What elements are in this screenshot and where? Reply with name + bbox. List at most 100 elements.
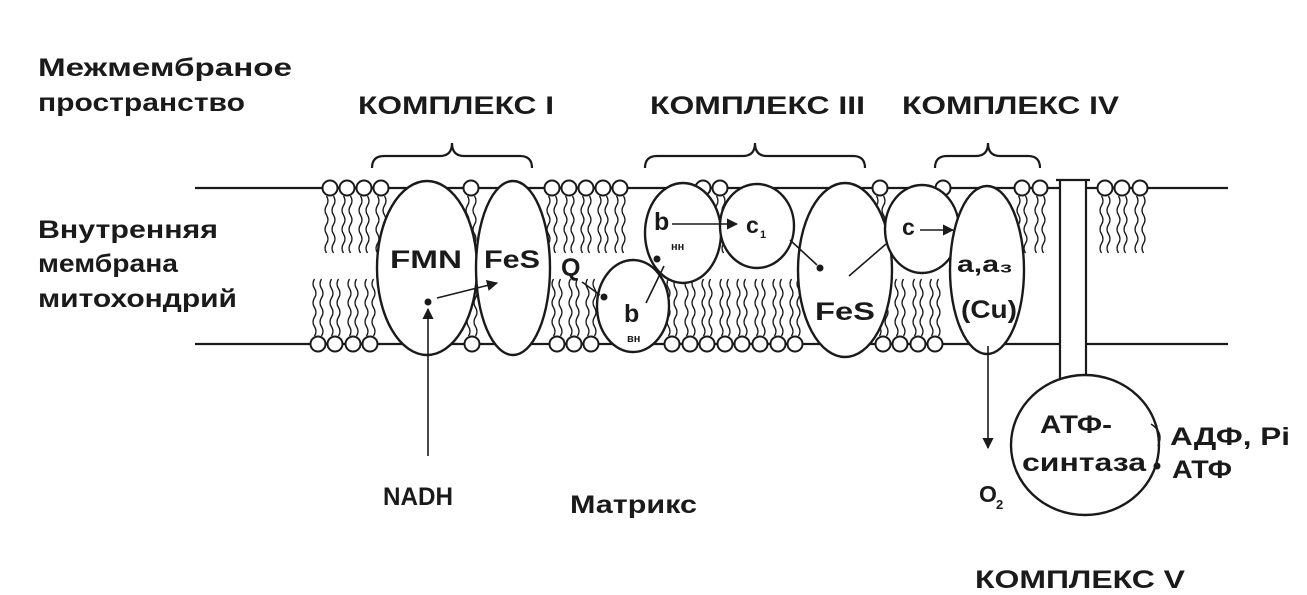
q-label: Q: [561, 254, 580, 282]
lipid-tail: [615, 196, 618, 253]
lipid-tail: [605, 196, 608, 253]
lipid-head: [911, 337, 926, 352]
o2-label: O 2: [979, 481, 1003, 512]
lipid-head: [665, 337, 680, 352]
lipid-head: [713, 181, 728, 196]
lipid-tail: [930, 279, 933, 336]
complex1-label: КОМПЛЕКС I: [358, 92, 554, 120]
lipid-tail: [790, 279, 793, 336]
lipid-tail: [588, 196, 591, 253]
b-upper-dot: [654, 256, 661, 263]
cu-label: (Cu): [961, 296, 1017, 324]
lipid-tail: [1042, 196, 1045, 253]
atp-label: АТФ: [1172, 456, 1232, 484]
lipid-tail: [762, 279, 765, 336]
fes-complex1-label: FeS: [484, 246, 540, 274]
lipid-tail: [895, 279, 898, 336]
lipid-tail: [325, 196, 328, 253]
o2-letter: O: [979, 481, 997, 507]
lipid-tail: [744, 279, 747, 336]
intermembrane-label-line2: пространство: [38, 89, 245, 117]
lipid-tail: [674, 279, 677, 336]
lipid-head: [323, 181, 338, 196]
lipid-tail: [348, 279, 351, 336]
lipid-tail: [564, 196, 567, 253]
lipid-tail: [755, 279, 758, 336]
complex4-label: КОМПЛЕКС IV: [902, 92, 1119, 120]
lipid-head: [346, 337, 361, 352]
lipid-head: [567, 337, 582, 352]
lipid-tail: [593, 279, 596, 336]
complex1-brace: [372, 143, 532, 168]
lipid-head: [363, 337, 378, 352]
lipid-tail: [559, 279, 562, 336]
lipid-head: [374, 181, 389, 196]
lipid-tail: [571, 196, 574, 253]
lipid-tail: [692, 279, 695, 336]
complex4-brace: [935, 143, 1040, 168]
nadh-label: NADH: [383, 483, 453, 511]
lipid-tail: [337, 279, 340, 336]
lipid-head: [771, 337, 786, 352]
lipid-head: [1133, 181, 1148, 196]
adp-pi-label: АДФ, Pi: [1170, 423, 1290, 451]
lipid-head: [550, 337, 565, 352]
lipid-head: [893, 337, 908, 352]
lipid-tail: [1100, 196, 1103, 253]
lipid-head: [1115, 181, 1130, 196]
lipid-head: [545, 181, 560, 196]
lipid-head: [1098, 181, 1113, 196]
complex3-brace: [645, 143, 865, 168]
inner-membrane-label-line1: Внутренняя: [38, 216, 218, 244]
lipid-head: [613, 181, 628, 196]
lipid-head: [683, 337, 698, 352]
lipid-tail: [355, 279, 358, 336]
lipid-head: [1015, 181, 1030, 196]
c-label: c: [902, 214, 915, 240]
lipid-head: [735, 337, 750, 352]
c1-letter: c: [746, 212, 759, 238]
lipid-tail: [349, 196, 352, 253]
lipid-head: [596, 181, 611, 196]
inner-membrane-label-line3: митохондрий: [38, 285, 237, 313]
lipid-tail: [702, 279, 705, 336]
lipid-tail: [332, 196, 335, 253]
b-upper-letter: b: [654, 208, 669, 236]
atp-synthase-head: [1011, 375, 1159, 515]
lipid-head: [928, 337, 943, 352]
lipid-tail: [622, 196, 625, 253]
lipid-tail: [727, 279, 730, 336]
lipid-tail: [372, 279, 375, 336]
lipid-tail: [1142, 196, 1145, 253]
lipid-tail: [1035, 196, 1038, 253]
lipid-tail: [1135, 196, 1138, 253]
b-lower-subscript: вн: [627, 333, 640, 345]
lipid-head: [718, 337, 733, 352]
lipid-tail: [937, 279, 940, 336]
lipid-tail: [552, 279, 555, 336]
q-to-b-line: [582, 282, 600, 295]
lipid-head: [328, 337, 343, 352]
lipid-head: [873, 181, 888, 196]
lipid-tail: [685, 279, 688, 336]
lipid-tail: [320, 279, 323, 336]
lipid-tail: [773, 279, 776, 336]
lipid-head: [340, 181, 355, 196]
lipid-head: [700, 337, 715, 352]
lipid-tail: [313, 279, 316, 336]
lipid-tail: [576, 279, 579, 336]
fmn-dot: [425, 299, 432, 306]
lipid-tail: [1107, 196, 1110, 253]
atp-output-dot: [1154, 463, 1161, 470]
fmn-label: FMN: [390, 246, 462, 274]
lipid-tail: [1124, 196, 1127, 253]
lipid-tail: [913, 279, 916, 336]
lipid-tail: [554, 196, 557, 253]
lipid-tail: [365, 279, 368, 336]
atp-synthase-stalk: [1060, 180, 1086, 385]
lipid-tail: [720, 279, 723, 336]
cytochrome-c-protein: [885, 185, 959, 273]
q-dot: [601, 294, 608, 301]
inner-membrane-label-line2: мембрана: [38, 250, 179, 278]
